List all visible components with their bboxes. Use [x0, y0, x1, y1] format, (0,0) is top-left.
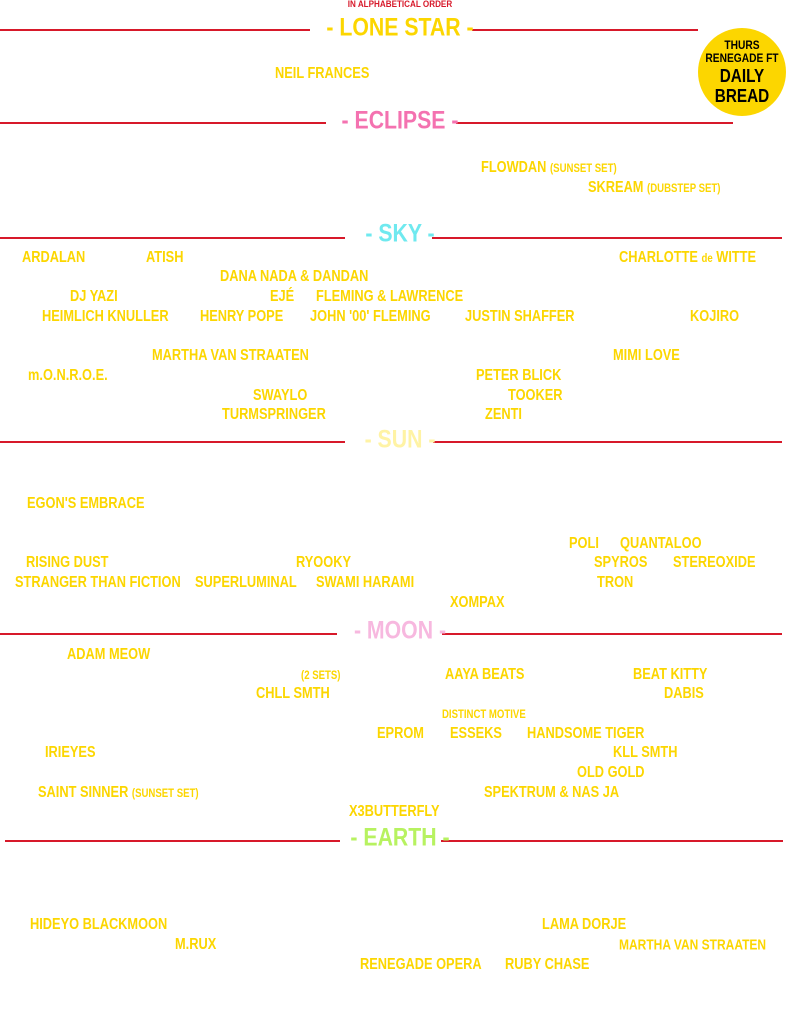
artist-spyros: SPYROS — [594, 554, 648, 571]
artist-adam-meow: ADAM MEOW — [67, 646, 151, 663]
badge-renegade: RENEGADE FT — [705, 51, 779, 65]
artist-henry-pope: HENRY POPE — [200, 308, 284, 325]
stage-eclipse: - ECLIPSE - — [341, 106, 459, 135]
artist-charlotte-de-witte: CHARLOTTE de WITTE — [619, 250, 756, 266]
artist-skream: SKREAM (DUBSTEP SET) — [588, 180, 720, 196]
divider-line — [441, 840, 783, 842]
divider-line — [433, 441, 782, 443]
artist-justin-shaffer: JUSTIN SHAFFER — [465, 308, 575, 325]
artist-chll-smth: CHLL SMTH — [256, 685, 330, 702]
divider-line — [5, 840, 340, 842]
artist-spektrum-nas-ja: SPEKTRUM & NAS JA — [484, 784, 620, 801]
artist-xompax: XOMPAX — [450, 594, 505, 611]
artist-peter-blick: PETER BLICK — [476, 367, 562, 384]
artist-swaylo: SWAYLO — [253, 387, 308, 404]
artist-stranger-than-fiction: STRANGER THAN FICTION — [15, 574, 181, 591]
artist-lama-dorje: LAMA DORJE — [542, 916, 627, 933]
divider-line — [442, 633, 782, 635]
artist-swami-harami: SWAMI HARAMI — [316, 574, 415, 591]
artist-ruby-chase: RUBY CHASE — [505, 956, 590, 973]
artist-atish: ATISH — [146, 249, 184, 266]
artist-eprom: EPROM — [377, 725, 424, 742]
divider-line — [0, 441, 345, 443]
artist-superluminal: SUPERLUMINAL — [195, 574, 297, 591]
stage-moon: - MOON - — [353, 616, 447, 645]
artist-zenti: ZENTI — [485, 406, 522, 423]
artist-quantaloo: QUANTALOO — [620, 535, 702, 552]
artist-ryooky: RYOOKY — [296, 554, 351, 571]
artist-handsome-tiger: HANDSOME TIGER — [527, 725, 645, 742]
artist-saint-sinner: SAINT SINNER (SUNSET SET) — [38, 785, 199, 801]
artist-hideyo-blackmoon: HIDEYO BLACKMOON — [30, 916, 168, 933]
artist-mimi-love: MIMI LOVE — [613, 347, 680, 364]
artist-old-gold: OLD GOLD — [577, 764, 645, 781]
artist-name: CHARLOTTE — [619, 249, 698, 266]
artist-name: SKREAM — [588, 179, 644, 196]
divider-line — [0, 29, 310, 31]
divider-line — [472, 29, 698, 31]
artist-tron: TRON — [597, 574, 634, 591]
artist-note: (SUNSET SET) — [131, 786, 199, 800]
stage-sun: - SUN - — [364, 425, 436, 454]
badge-day: THURS — [724, 38, 760, 52]
artist-martha-van-straaten-earth: MARTHA VAN STRAATEN — [619, 936, 767, 954]
artist-kojiro: KOJIRO — [690, 308, 740, 325]
artist-neil-frances: NEIL FRANCES — [275, 65, 370, 82]
artist-two-sets-note: (2 SETS) — [301, 668, 341, 682]
artist-m-rux: M.RUX — [175, 936, 217, 953]
divider-line — [0, 122, 326, 124]
artist-rising-dust: RISING DUST — [26, 554, 109, 571]
divider-line — [0, 237, 345, 239]
artist-beat-kitty: BEAT KITTY — [633, 666, 708, 683]
artist-dana-nada: DANA NADA & DANDAN — [220, 268, 369, 285]
badge-bread: BREAD — [714, 86, 770, 106]
artist-distinct-motive: DISTINCT MOTIVE — [442, 707, 526, 721]
artist-name: SAINT SINNER — [38, 784, 129, 801]
artist-dj-yazi: DJ YAZI — [70, 288, 118, 305]
artist-esseks: ESSEKS — [450, 725, 502, 742]
badge-daily: DAILY — [719, 66, 765, 86]
artist-renegade-opera: RENEGADE OPERA — [360, 956, 482, 973]
artist-irieyes: IRIEYES — [45, 744, 96, 761]
artist-heimlich-knuller: HEIMLICH KNULLER — [42, 308, 169, 325]
divider-line — [456, 122, 733, 124]
artist-tooker: TOOKER — [508, 387, 563, 404]
artist-dabis: DABIS — [664, 685, 704, 702]
divider-line — [0, 633, 337, 635]
artist-turmspringer: TURMSPRINGER — [222, 406, 326, 423]
artist-eje: EJÉ — [270, 288, 295, 305]
artist-x3butterfly: X3BUTTERFLY — [349, 803, 440, 820]
artist-ardalan: ARDALAN — [22, 249, 86, 266]
stage-earth: - EARTH - — [350, 823, 450, 852]
artist-fleming-lawrence: FLEMING & LAWRENCE — [316, 288, 464, 305]
stage-lone-star: - LONE STAR - — [326, 13, 474, 42]
artist-kll-smth: KLL SMTH — [613, 744, 678, 761]
artist-flowdan: FLOWDAN (SUNSET SET) — [481, 160, 617, 176]
artist-name-part: de — [701, 251, 713, 265]
artist-egons-embrace: EGON'S EMBRACE — [27, 495, 145, 512]
artist-monroe: m.O.N.R.O.E. — [28, 367, 108, 384]
artist-stereoxide: STEREOXIDE — [673, 554, 756, 571]
alphabetical-order-note: IN ALPHABETICAL ORDER — [347, 0, 453, 9]
artist-poli: POLI — [569, 535, 599, 552]
artist-name: FLOWDAN — [481, 159, 547, 176]
daily-bread-badge: THURS RENEGADE FT DAILY BREAD — [698, 28, 786, 116]
artist-note: (SUNSET SET) — [549, 161, 617, 175]
artist-martha-van-straaten: MARTHA VAN STRAATEN — [152, 347, 309, 364]
artist-john-fleming: JOHN '00' FLEMING — [310, 308, 431, 325]
artist-note: (DUBSTEP SET) — [647, 181, 721, 195]
divider-line — [432, 237, 782, 239]
artist-name-part: WITTE — [716, 249, 757, 266]
artist-aaya-beats: AAYA BEATS — [445, 666, 525, 683]
stage-sky: - SKY - — [365, 219, 435, 248]
